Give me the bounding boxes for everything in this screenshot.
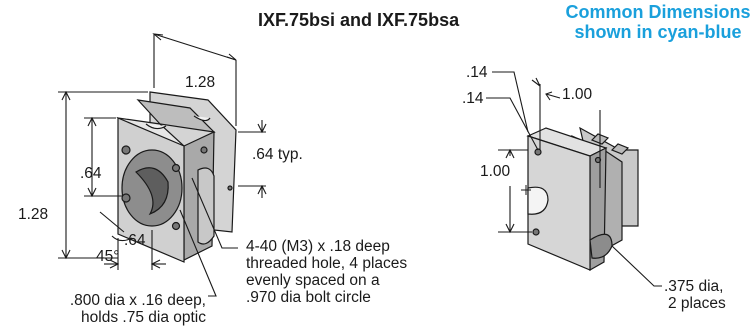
optic-callout-1: .800 dia x .16 deep, [69, 292, 206, 309]
left-clamp [197, 167, 215, 245]
right-dimension-lines [486, 71, 662, 287]
dim-offset-y-label: .14 [462, 90, 484, 107]
left-center-mark [227, 185, 233, 191]
right-top-tab-2 [610, 143, 630, 155]
left-top-notch [145, 123, 167, 130]
dim-typ-label: .64 typ. [252, 146, 303, 163]
right-mount-drawing [521, 126, 639, 272]
dim-height-label: 1.28 [18, 206, 49, 223]
left-rear-notch [193, 115, 211, 122]
legend-note: Common Dimensions shown in cyan-blue [560, 2, 756, 42]
threaded-hole-callout-2: threaded hole, 4 places [246, 255, 408, 272]
right-side-cutout [527, 186, 549, 215]
right-screw-2 [532, 228, 540, 236]
legend-line-2: shown in cyan-blue [574, 22, 742, 42]
threaded-hole-callout-3: evenly spaced on a [246, 272, 380, 289]
dim-angle-label: 45° [96, 248, 120, 265]
holes-callout-2: 2 places [668, 295, 726, 312]
left-screw-1 [121, 145, 131, 155]
threaded-hole-callout-1: 4-40 (M3) x .18 deep [246, 238, 390, 255]
optic-highlight [135, 167, 169, 216]
dim-offset-x-label: .14 [466, 64, 488, 81]
optic-callout-2: holds .75 dia optic [81, 309, 206, 326]
left-screw-5 [200, 146, 208, 154]
dim-hole-y-label: .64 [80, 165, 102, 182]
legend-line-1: Common Dimensions [565, 2, 751, 22]
holes-callout-1: .375 dia, [664, 278, 724, 295]
left-screw-4 [171, 221, 181, 231]
left-mount-drawing [116, 91, 237, 263]
dim-width-label: 1.28 [185, 74, 216, 91]
dim-spacing-x-label: 1.00 [562, 86, 593, 103]
dim-hole-x-label: .64 [124, 232, 146, 249]
right-clamp [589, 233, 613, 259]
threaded-hole-callout-4: .970 dia bolt circle [246, 289, 371, 306]
left-dimension-lines [58, 33, 267, 297]
diagram-title: IXF.75bsi and IXF.75bsa [258, 10, 460, 30]
left-screw-2 [121, 193, 131, 203]
dim-spacing-y-label: 1.00 [480, 163, 511, 180]
left-screw-3 [171, 163, 181, 173]
